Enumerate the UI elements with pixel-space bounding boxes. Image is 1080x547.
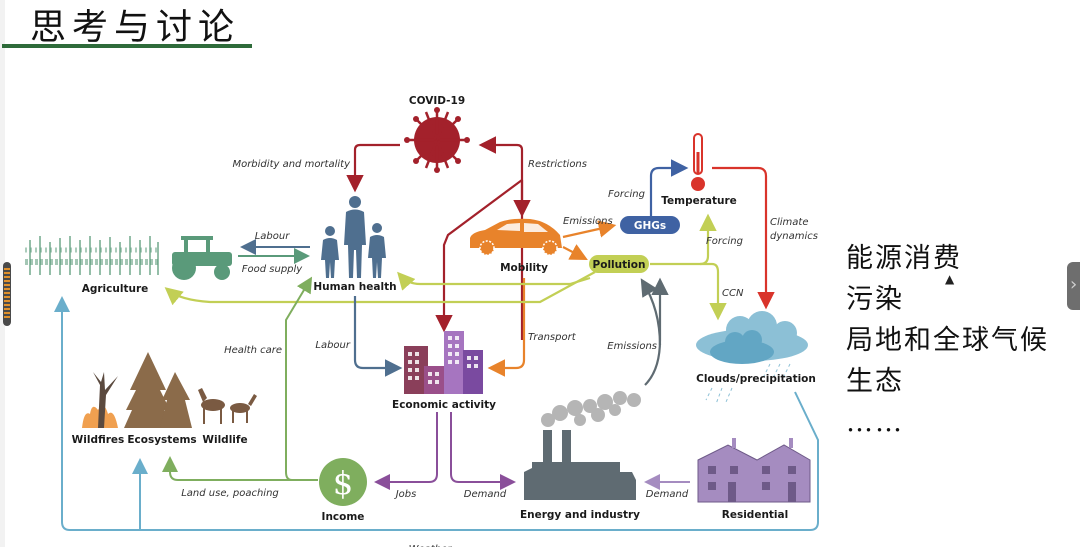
edge-ghg-forcing (649, 159, 689, 216)
node-economic-activity-label: Economic activity (392, 399, 496, 411)
label-labour-econ: Labour (315, 340, 351, 351)
edge-health-care (285, 276, 318, 481)
edge-demand-econ (450, 412, 516, 490)
label-land-use: Land use, poaching (181, 488, 279, 499)
note-item: …… (846, 407, 904, 438)
label-health-care: Health care (224, 345, 282, 356)
slide-left-edge (0, 0, 5, 547)
edge-mobility-ghg (562, 220, 617, 239)
edge-restrictions-econ (435, 179, 523, 333)
edge-weather (54, 296, 819, 531)
dollar-icon: $ (319, 458, 367, 506)
node-wildlife-label: Wildlife (202, 434, 247, 446)
cloud-icon (696, 311, 808, 405)
thermometer-icon (691, 133, 705, 191)
covid-virus-icon (404, 107, 470, 173)
edge-pollution-ccn (700, 262, 727, 321)
label-emissions-mobility: Emissions (563, 216, 613, 227)
chevron-right-icon: › (1070, 274, 1078, 295)
edge-pollution-agriculture (164, 271, 596, 306)
label-transport: Transport (528, 332, 577, 343)
note-item: 生态 (846, 366, 904, 397)
label-weather: Weather (409, 544, 453, 547)
node-wildfires-label: Wildfires (72, 434, 125, 446)
edge-industry-emissions (644, 277, 669, 386)
label-demand-res: Demand (646, 489, 689, 500)
buildings-icon (404, 331, 483, 394)
label-climate-dynamics-1: Climate (770, 217, 808, 228)
edge-morbidity (346, 143, 400, 193)
ghgs-pill (620, 216, 680, 234)
note-item: 污染 (846, 284, 904, 315)
node-human-health-label: Human health (313, 281, 396, 293)
discussion-notes: 能源消费 污染 局地和全球气候 生态 …… (846, 238, 1049, 443)
factory-icon (524, 391, 641, 500)
label-emissions-industry: Emissions (607, 341, 657, 352)
edge-pollution-health (397, 271, 591, 291)
svg-text:$: $ (333, 464, 353, 502)
label-morbidity: Morbidity and mortality (232, 159, 351, 170)
label-forcing-ghg: Forcing (608, 189, 645, 200)
node-covid-label: COVID-19 (409, 95, 465, 107)
next-slide-button[interactable]: › (1067, 262, 1080, 310)
houses-icon (697, 438, 811, 503)
family-icon (321, 196, 386, 278)
edge-mobility-pollution (562, 244, 588, 261)
left-scroll-handle[interactable] (3, 262, 11, 326)
crops-icon (25, 236, 160, 275)
node-agriculture-label: Agriculture (82, 283, 149, 295)
label-ccn: CCN (722, 288, 744, 299)
node-pollution-label: Pollution (593, 259, 646, 271)
pollution-pill (589, 255, 649, 273)
node-ecosystems-label: Ecosystems (127, 434, 196, 446)
node-ghgs-label: GHGs (634, 220, 666, 232)
node-clouds-label: Clouds/precipitation (696, 373, 816, 385)
node-energy-industry-label: Energy and industry (520, 509, 640, 521)
node-residential-label: Residential (722, 509, 788, 521)
edge-transport (487, 278, 526, 377)
note-item: 能源消费 (846, 243, 962, 274)
edge-climate-dynamics (712, 166, 775, 310)
edge-industry-pollution (640, 278, 662, 346)
label-demand-econ: Demand (464, 489, 507, 500)
node-income-label: Income (322, 511, 365, 523)
tractor-icon (172, 236, 232, 280)
node-temperature-label: Temperature (661, 195, 737, 207)
label-climate-dynamics-2: dynamics (770, 231, 818, 242)
deer-icon (198, 388, 257, 424)
edge-labour-econ (353, 296, 403, 377)
title-underline (2, 44, 252, 48)
edge-jobs (374, 412, 438, 490)
trees-icon (124, 352, 192, 428)
label-labour-ag: Labour (255, 231, 291, 242)
mouse-cursor-icon: ▲ (945, 272, 955, 286)
slide-title: 思考与讨论 (30, 7, 241, 48)
label-jobs: Jobs (394, 489, 417, 500)
label-food-supply: Food supply (242, 264, 304, 275)
car-icon (470, 218, 562, 256)
node-mobility-label: Mobility (500, 262, 548, 274)
wildfire-icon (82, 372, 118, 428)
edge-land-use (162, 456, 292, 481)
label-restrictions: Restrictions (528, 159, 587, 170)
note-item: 局地和全球气候 (846, 325, 1049, 356)
label-forcing-pollution: Forcing (706, 236, 743, 247)
edge-restrictions (478, 136, 524, 340)
